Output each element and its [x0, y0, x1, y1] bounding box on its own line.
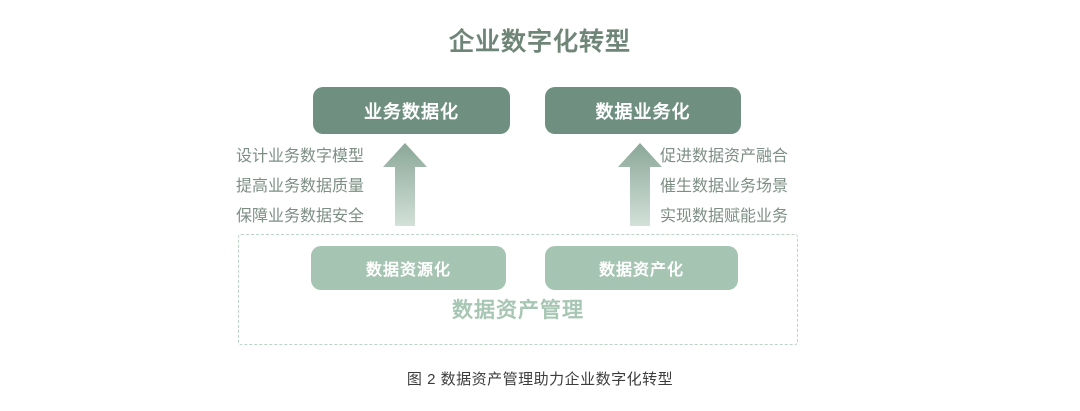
list-item: 促进数据资产融合 [660, 148, 789, 165]
arrow-up-icon [383, 143, 427, 226]
list-item: 催生数据业务场景 [660, 178, 789, 195]
node-box-data-resourcification[interactable]: 数据资源化 [311, 246, 506, 290]
right-annotation-list: 促进数据资产融合 催生数据业务场景 实现数据赋能业务 [660, 142, 812, 232]
dashed-group-container [238, 234, 798, 345]
arrow-up-icon [618, 143, 662, 226]
node-box-business-datafication[interactable]: 业务数据化 [313, 87, 510, 134]
list-item: 保障业务数据安全 [236, 208, 365, 225]
left-annotation-list: 设计业务数字模型 提高业务数据质量 保障业务数据安全 [236, 142, 388, 232]
list-item: 实现数据赋能业务 [660, 208, 789, 225]
node-box-label: 数据资产化 [598, 262, 684, 279]
node-box-data-assetization[interactable]: 数据资产化 [545, 246, 738, 290]
list-item: 设计业务数字模型 [236, 148, 365, 165]
node-box-label: 业务数据化 [364, 101, 459, 122]
node-box-label: 数据业务化 [595, 101, 691, 122]
node-box-data-businessification[interactable]: 数据业务化 [545, 87, 741, 134]
figure-caption: 图 2 数据资产管理助力企业数字化转型 [406, 371, 674, 388]
dashed-group-label: 数据资产管理 [452, 299, 584, 322]
page-title: 企业数字化转型 [448, 28, 631, 56]
node-box-label: 数据资源化 [365, 262, 451, 279]
list-item: 提高业务数据质量 [236, 178, 365, 195]
